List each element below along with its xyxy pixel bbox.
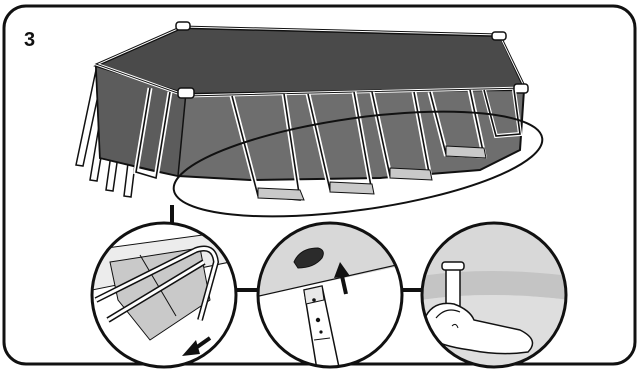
pool-frame-illustration	[75, 21, 529, 203]
pool-cover	[93, 26, 526, 96]
arrow-up-icon	[334, 262, 350, 295]
step-number: 3	[24, 29, 35, 51]
detail-hand-pin	[420, 221, 568, 369]
detail-leg-insert	[256, 221, 404, 369]
arrow-down-left-icon	[182, 336, 212, 356]
detail-strap-rod	[90, 221, 238, 369]
zoom-ellipse	[172, 110, 544, 218]
